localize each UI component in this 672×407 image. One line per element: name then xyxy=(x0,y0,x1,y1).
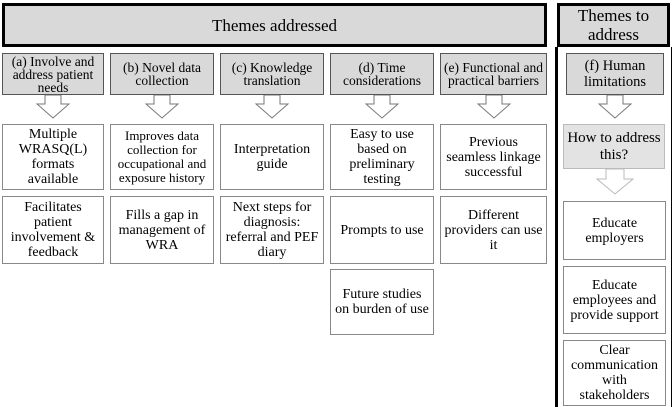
limitation-cell-1: Educate employers xyxy=(563,201,666,260)
themes-to-address-banner: Themes to address xyxy=(557,3,670,47)
down-arrow-icon xyxy=(255,95,289,119)
down-arrow-icon xyxy=(36,95,70,119)
themes-addressed-banner: Themes addressed xyxy=(2,3,547,47)
themes-to-address-title: Themes to address xyxy=(577,6,650,44)
theme-a-cell-2: Facilitates patient involvement & feedba… xyxy=(2,196,104,264)
theme-c-cell-2: Next steps for diagnosis: referral and P… xyxy=(220,196,324,264)
column-header-a: (a) Involve and address patient needs xyxy=(2,53,104,95)
theme-c-cell-1: Interpretation guide xyxy=(220,124,324,190)
down-arrow-icon xyxy=(596,169,634,195)
column-header-e: (e) Functional and practical barriers xyxy=(440,53,547,95)
theme-b-cell-1: Improves data collection for occupationa… xyxy=(110,124,214,190)
limitation-cell-2: Educate employees and provide support xyxy=(563,266,666,334)
theme-d-cell-1: Easy to use based on preliminary testing xyxy=(330,124,434,190)
theme-e-cell-2: Different providers can use it xyxy=(440,196,547,264)
down-arrow-icon xyxy=(365,95,399,119)
column-header-d: (d) Time considerations xyxy=(330,53,434,95)
down-arrow-icon xyxy=(477,95,511,119)
column-header-c: (c) Knowledge translation xyxy=(220,53,324,95)
down-arrow-icon xyxy=(145,95,179,119)
theme-a-cell-1: Multiple WRASQ(L) formats available xyxy=(2,124,104,190)
limitation-cell-3: Clear communication with stakeholders xyxy=(563,340,666,406)
themes-addressed-title: Themes addressed xyxy=(211,15,338,35)
column-header-f: (f) Human limitations xyxy=(566,53,664,95)
theme-d-cell-2: Prompts to use xyxy=(330,196,434,264)
theme-e-cell-1: Previous seamless linkage successful xyxy=(440,124,547,190)
how-to-address-box: How to address this? xyxy=(563,124,665,169)
theme-d-cell-3: Future studies on burden of use xyxy=(330,269,434,335)
theme-b-cell-2: Fills a gap in management of WRA xyxy=(110,196,214,264)
column-header-b: (b) Novel data collection xyxy=(110,53,214,95)
down-arrow-icon xyxy=(598,95,632,119)
